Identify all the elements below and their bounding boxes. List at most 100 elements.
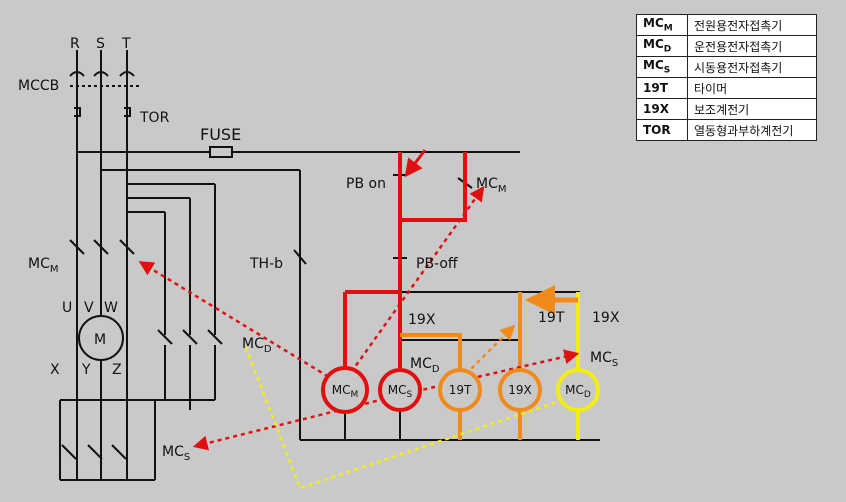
legend-symbol: 19T	[636, 77, 688, 99]
legend-row: MCS 시동용전자접촉기	[636, 56, 817, 78]
terminal-z: Z	[112, 362, 122, 378]
mcm-main-contact-r	[69, 239, 85, 255]
arrow-mcs-to-main	[192, 393, 401, 451]
orange-path-19t	[400, 333, 462, 368]
legend-symbol: MCS	[636, 56, 688, 78]
legend-symbol-base: MC	[643, 16, 664, 31]
coil-19t-label: 19T	[449, 383, 472, 397]
mcs-aux-label-sub: S	[612, 358, 618, 369]
phase-t-label: T	[121, 36, 131, 52]
legend-description: 시동용전자접촉기	[687, 56, 817, 78]
legend-symbol: MCM	[636, 14, 688, 36]
mcs-contact-label-sub: S	[184, 452, 190, 463]
mcd-contact-label: MCD	[242, 336, 272, 355]
pbon-label: PB on	[346, 176, 386, 192]
mcd-aux-label-base: MC	[410, 356, 432, 372]
mcs-aux-label-base: MC	[590, 350, 612, 366]
mcm-aux-label-base: MC	[476, 176, 498, 192]
coil-mcs	[378, 368, 422, 412]
fuse-symbol	[209, 146, 233, 158]
x19-right-label: 19X	[592, 310, 620, 326]
legend-symbol: TOR	[636, 119, 688, 141]
mcd-contact-1	[157, 329, 173, 345]
terminal-w: W	[104, 300, 118, 316]
mcd-aux-label-sub: D	[432, 364, 440, 375]
coil-19x-label: 19X	[508, 383, 532, 397]
mcs-contact-label-base: MC	[162, 444, 184, 460]
coil-mcd-sub: D	[584, 390, 591, 400]
phase-r-label: R	[70, 36, 80, 52]
legend-symbol: 19X	[636, 98, 688, 120]
legend-symbol-sub: D	[663, 44, 672, 55]
legend-symbol-base: MC	[643, 37, 664, 52]
terminal-u: U	[62, 300, 72, 316]
thb-label: TH-b	[249, 256, 283, 272]
mccb-contact-r	[69, 71, 85, 77]
coil-mcs-sub: S	[407, 390, 413, 400]
tor-element-r	[74, 107, 81, 117]
power-circuit	[59, 50, 520, 481]
coil-19x	[498, 368, 542, 412]
mcd-contact-2	[182, 329, 198, 345]
mccb-contact-t	[119, 71, 135, 77]
mccb-label: MCCB	[18, 78, 59, 94]
legend-row: 19T 타이머	[636, 77, 817, 99]
terminal-v: V	[84, 300, 94, 316]
coil-mcd-label: MCD	[565, 383, 591, 400]
mcd-aux-label: MCD	[410, 356, 440, 375]
legend-row: TOR 열동형과부하계전기	[636, 119, 817, 141]
arrow-mcs-to-aux	[399, 349, 580, 397]
legend-description: 열동형과부하계전기	[687, 119, 817, 141]
coil-mcd	[556, 368, 600, 412]
mcm-aux-label-sub: M	[498, 184, 507, 195]
legend-symbol-sub: M	[663, 23, 673, 34]
pboff-label: PB-off	[416, 256, 458, 272]
mcm-main-label-base: MC	[28, 256, 50, 272]
mccb-contact-s	[93, 71, 109, 77]
mcs-aux-label: MCS	[590, 350, 618, 369]
legend-symbol-base: MC	[643, 58, 664, 73]
arrow-mcm-to-main	[138, 261, 343, 387]
legend-row: MCD 운전용전자접촉기	[636, 35, 817, 57]
coil-mcs-label: MCS	[388, 383, 413, 400]
motor-label: M	[94, 332, 106, 348]
mcd-contact-label-sub: D	[264, 344, 272, 355]
mcs-contact-label: MCS	[162, 444, 190, 463]
coil-mcm-label: MCM	[332, 383, 359, 400]
x19-left-label: 19X	[408, 312, 436, 328]
t19-contact-label: 19T	[538, 310, 565, 326]
tor-element-t	[124, 107, 131, 117]
annotation-arrows	[138, 185, 580, 490]
coil-group	[321, 366, 600, 414]
mcm-main-label-sub: M	[50, 264, 59, 275]
fuse-label: FUSE	[200, 125, 241, 144]
legend-description: 전원용전자접촉기	[687, 14, 817, 36]
coil-mcm-sub: M	[350, 390, 358, 400]
motor-symbol	[78, 315, 124, 361]
legend-row: 19X 보조계전기	[636, 98, 817, 120]
mcm-main-contact-t	[119, 239, 135, 255]
coil-mcs-base: MC	[388, 383, 407, 397]
terminal-y: Y	[81, 362, 91, 378]
legend-row: MCM 전원용전자접촉기	[636, 14, 817, 36]
legend-table: MCM 전원용전자접촉기 MCD 운전용전자접촉기 MCS 시동용전자접촉기 1…	[636, 14, 817, 141]
coil-mcd-base: MC	[565, 383, 584, 397]
red-path-mcm	[400, 152, 467, 222]
coil-mcm	[321, 366, 369, 414]
mcm-main-contact-s	[93, 239, 109, 255]
mcs-contact-3	[111, 444, 127, 460]
mcs-contact-1	[61, 444, 77, 460]
legend-symbol-sub: S	[663, 65, 671, 76]
terminal-x: X	[50, 362, 60, 378]
legend-symbol: MCD	[636, 35, 688, 57]
mcs-contact-2	[87, 444, 103, 460]
mcd-contact-3	[207, 329, 223, 345]
mcm-main-label: MCM	[28, 256, 59, 275]
mcm-aux-label: MCM	[476, 176, 507, 195]
legend-description: 타이머	[687, 77, 817, 99]
phase-s-label: S	[96, 36, 105, 52]
coil-mcm-base: MC	[332, 383, 351, 397]
mcd-contact-label-base: MC	[242, 336, 264, 352]
